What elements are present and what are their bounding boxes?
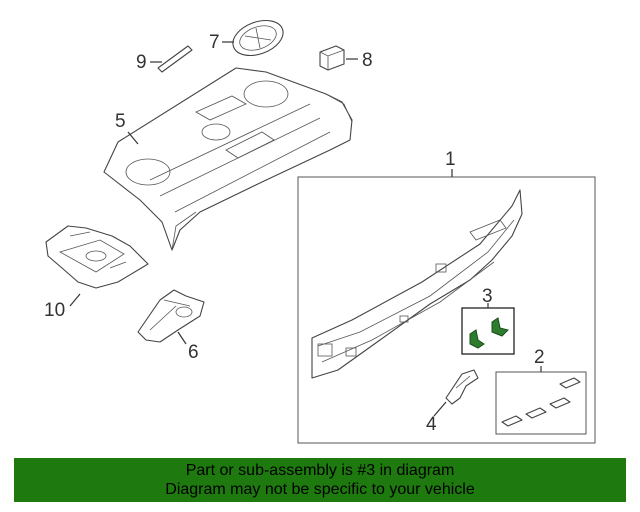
banner-line-2: Diagram may not be specific to your vehi…: [165, 481, 475, 498]
leader-4: [433, 401, 447, 417]
info-banner: Part or sub-assembly is #3 in diagram Di…: [14, 458, 626, 502]
part-4-bracket[interactable]: [445, 369, 479, 405]
banner-line-1: Part or sub-assembly is #3 in diagram: [185, 462, 455, 479]
callout-10[interactable]: 10: [44, 300, 65, 321]
part-8-block[interactable]: [319, 45, 345, 71]
callout-5[interactable]: 5: [115, 111, 126, 132]
callout-7[interactable]: 7: [209, 32, 220, 53]
part-3-brackets[interactable]: [469, 317, 509, 349]
part-2-clips[interactable]: [501, 377, 581, 427]
part-7-plug[interactable]: [228, 14, 288, 62]
part-10-floor-extension[interactable]: [45, 225, 149, 289]
part-5-rear-floor-panel[interactable]: [103, 67, 353, 251]
callout-8[interactable]: 8: [362, 50, 373, 71]
callout-9[interactable]: 9: [136, 52, 147, 73]
callout-6[interactable]: 6: [188, 342, 199, 363]
callout-1[interactable]: 1: [445, 149, 456, 170]
callout-2[interactable]: 2: [534, 347, 545, 368]
callout-3[interactable]: 3: [482, 286, 493, 307]
leader-6: [177, 331, 187, 345]
part-6-bracket-plate[interactable]: [137, 289, 205, 343]
leader-10: [69, 293, 81, 307]
part-1-group-box: [297, 176, 596, 444]
part-9-strip[interactable]: [157, 45, 193, 73]
callout-4[interactable]: 4: [426, 414, 437, 435]
part-1-rear-panel[interactable]: [311, 189, 523, 379]
leader-5: [127, 131, 139, 145]
